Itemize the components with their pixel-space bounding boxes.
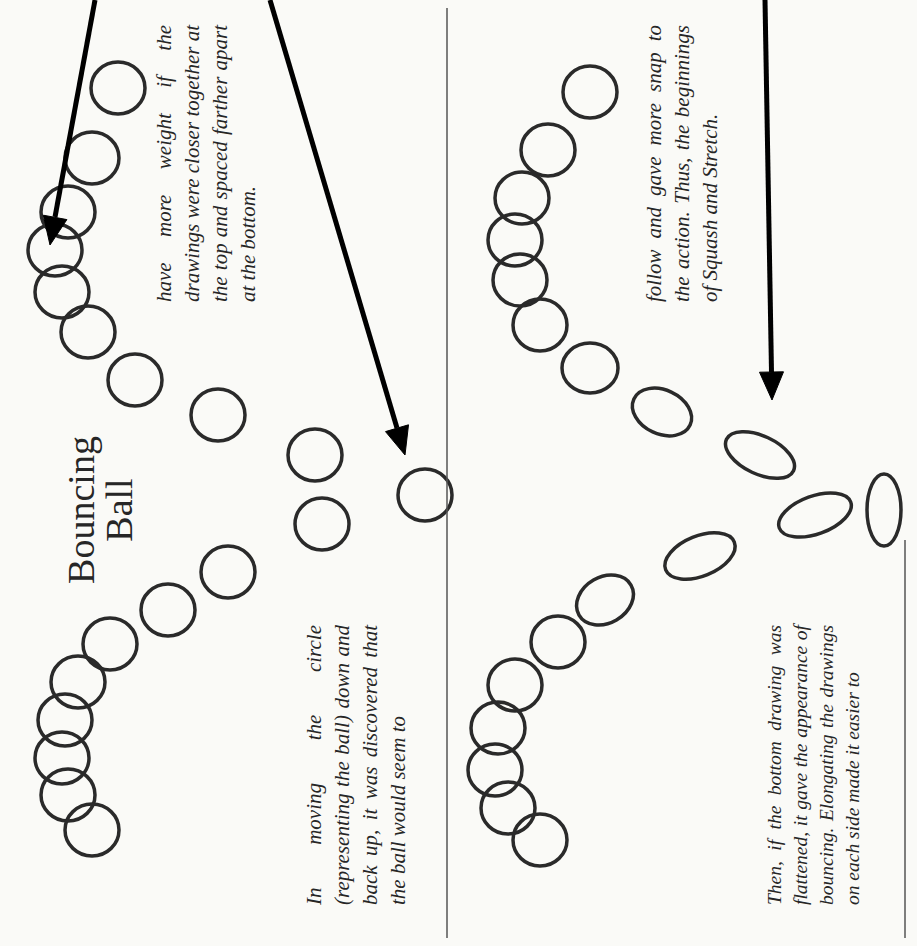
title-text: Bouncing Ball (60, 436, 140, 584)
ball (65, 804, 119, 856)
ball (513, 299, 567, 351)
ball (562, 343, 618, 393)
ball (471, 702, 525, 754)
panel-rule (446, 8, 448, 938)
squashed-ball (867, 474, 901, 546)
pointer-arrows (43, 0, 783, 455)
ball (398, 469, 452, 521)
ball (35, 266, 89, 318)
ball (481, 782, 535, 834)
ball (288, 429, 342, 481)
page-title: Bouncing Ball (62, 415, 138, 605)
stretched-ball (658, 524, 742, 589)
stretched-ball (718, 422, 801, 488)
stretched-ball (773, 484, 857, 546)
ball (191, 389, 245, 441)
ball (61, 306, 115, 358)
ball (41, 769, 95, 821)
arrow-shaft (765, 0, 772, 372)
arrow-shaft (270, 0, 397, 428)
caption-paragraph: have more weight if the drawings were cl… (150, 25, 262, 302)
arrow-head (760, 372, 784, 400)
ball (65, 132, 119, 184)
ball (521, 124, 575, 176)
caption-paragraph: Then, if the bottom drawing was flattene… (762, 625, 866, 905)
ball (51, 656, 105, 708)
ball (563, 66, 617, 118)
arrow-shaft (55, 0, 95, 217)
page-rule (904, 540, 906, 938)
ball (513, 814, 567, 866)
ball (83, 618, 137, 670)
ball (141, 584, 195, 636)
body-text: have more weight if the drawings were cl… (152, 25, 260, 302)
ball (295, 498, 349, 550)
ball (108, 354, 162, 406)
ball (531, 616, 585, 668)
body-text: Then, if the bottom drawing was flattene… (764, 625, 863, 905)
body-text: follow and gave more snap to the action.… (642, 25, 722, 302)
ball (35, 732, 89, 784)
stretched-ball (625, 379, 700, 445)
ball (201, 546, 255, 598)
arrow-head (43, 215, 67, 245)
caption-paragraph: follow and gave more snap to the action.… (640, 25, 724, 302)
ball (91, 62, 145, 114)
arrow-head (386, 425, 409, 455)
body-text: In moving the circle (representing the b… (302, 625, 410, 905)
caption-paragraph: In moving the circle (representing the b… (300, 625, 412, 905)
ball (468, 744, 522, 796)
